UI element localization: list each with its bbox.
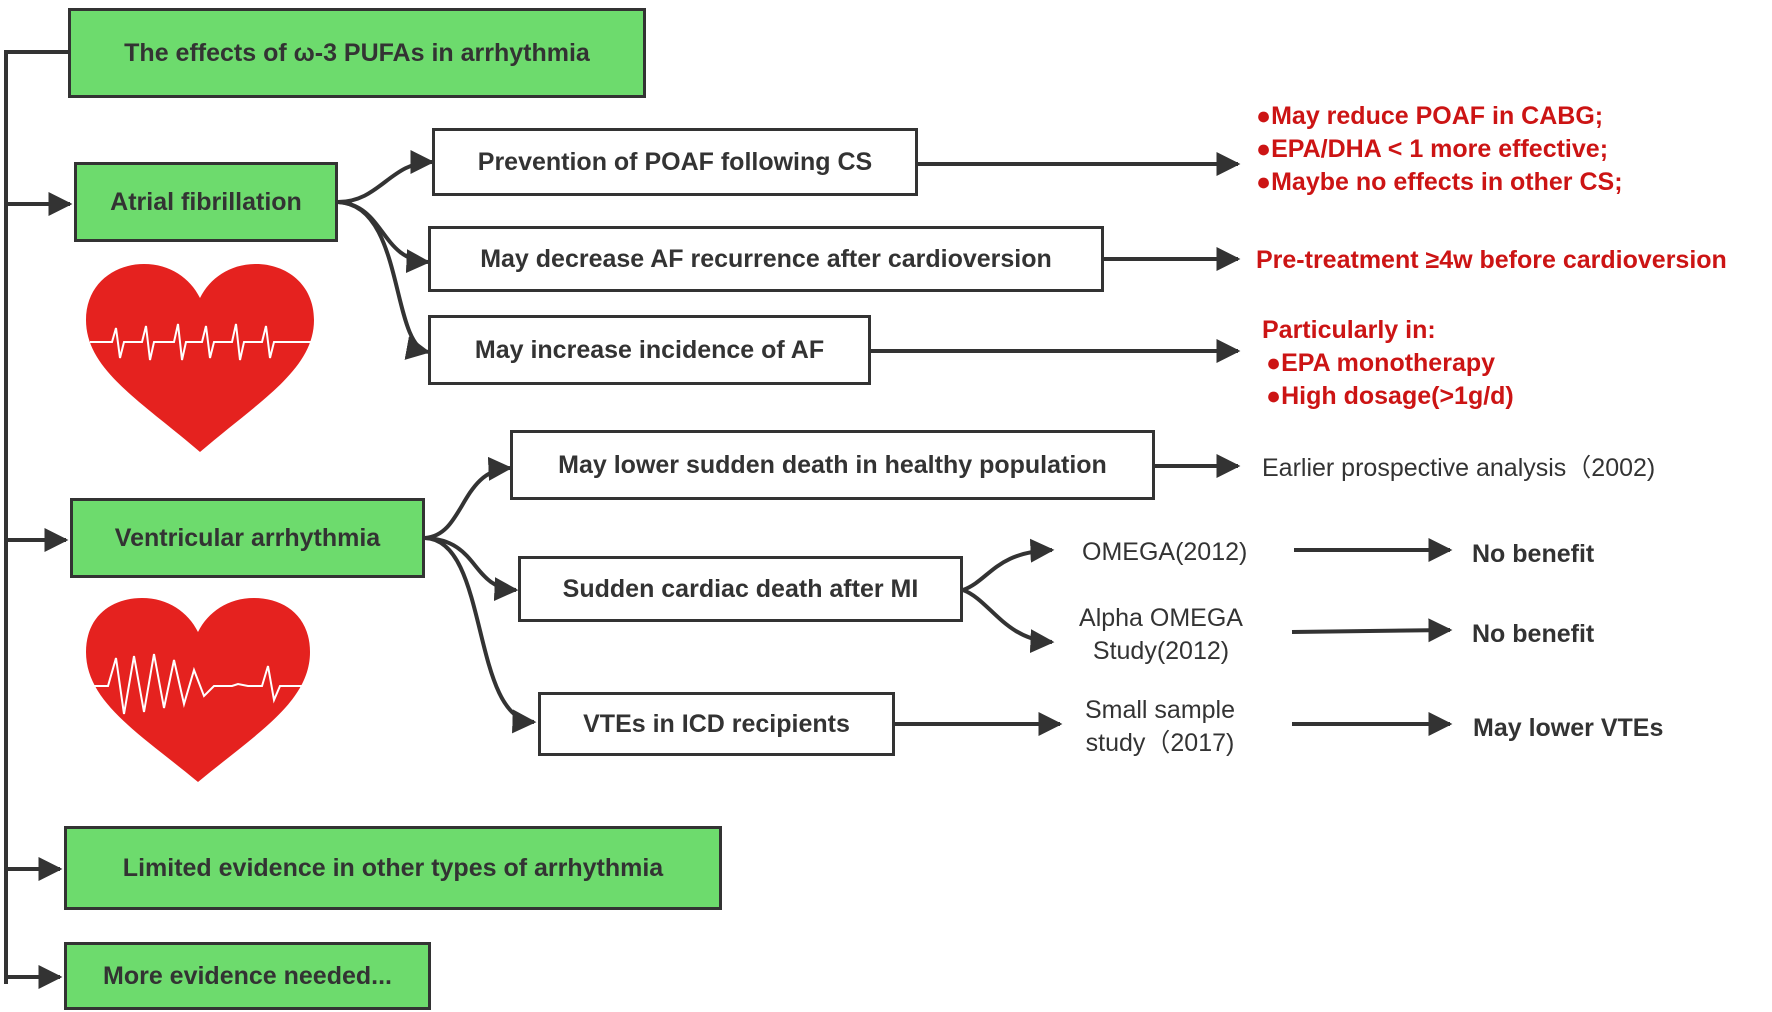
omega-result: No benefit (1472, 540, 1595, 568)
study-line: Study(2012) (1092, 637, 1230, 665)
poaf-outcome-item: ●May reduce POAF in CABG; (1256, 102, 1604, 130)
poaf-prevention-label: Prevention of POAF following CS (477, 147, 873, 176)
recurrence-outcome: Pre-treatment ≥4w before cardioversion (1256, 244, 1727, 277)
arrow-atrial-to-incidence (337, 200, 431, 360)
poaf-outcome-item: ●Maybe no effects in other CS; (1256, 168, 1623, 196)
healthy-population-label: May lower sudden death in healthy popula… (558, 450, 1107, 479)
post-mi-death-label: Sudden cardiac death after MI (562, 574, 919, 603)
alpha-omega-study: Alpha OMEGA Study(2012) (1076, 602, 1246, 668)
af-incidence-box: May increase incidence of AF (428, 315, 871, 385)
icd-vte-label: VTEs in ICD recipients (583, 709, 850, 738)
arrow-mi-to-alpha (962, 588, 1055, 654)
incidence-outcome-list: Particularly in: ●EPA monotherapy ●High … (1262, 314, 1514, 413)
poaf-outcome-list: ●May reduce POAF in CABG; ●EPA/DHA < 1 m… (1256, 100, 1623, 199)
ventricular-arrhythmia-box: Ventricular arrhythmia (70, 498, 425, 578)
icd-vte-box: VTEs in ICD recipients (538, 692, 895, 756)
heart-ecg-icon (86, 598, 310, 782)
root-title-box: The effects of ω-3 PUFAs in arrhythmia (68, 8, 646, 98)
study-line: study（2017) (1085, 729, 1235, 757)
limited-evidence-box: Limited evidence in other types of arrhy… (64, 826, 722, 910)
arrow-ventricular-to-mi (424, 536, 519, 602)
prospective-analysis-study: Earlier prospective analysis（2002) (1262, 452, 1655, 485)
incidence-outcome-item: Particularly in: (1262, 316, 1436, 344)
incidence-outcome-item: ●High dosage(>1g/d) (1266, 382, 1514, 410)
spine-line (4, 50, 68, 984)
arrow-ventricular-to-healthy (424, 456, 513, 540)
af-recurrence-label: May decrease AF recurrence after cardiov… (480, 244, 1052, 273)
atrial-fibrillation-box: Atrial fibrillation (74, 162, 338, 242)
poaf-outcome-item: ●EPA/DHA < 1 more effective; (1256, 135, 1609, 163)
arrow-ventricular-to-vte (424, 536, 537, 734)
af-incidence-label: May increase incidence of AF (474, 335, 825, 364)
recurrence-outcome-item: Pre-treatment ≥4w before cardioversion (1256, 246, 1727, 274)
more-evidence-label: More evidence needed... (103, 961, 392, 990)
arrow-atrial-to-poaf (337, 150, 435, 204)
alpha-omega-result: No benefit (1472, 620, 1595, 648)
atrial-fibrillation-label: Atrial fibrillation (110, 187, 302, 216)
more-evidence-box: More evidence needed... (64, 942, 431, 1010)
small-sample-study: Small sample study（2017) (1066, 694, 1254, 760)
study-line: Small sample (1084, 696, 1236, 724)
arrow-mi-to-omega (962, 538, 1055, 592)
arrow-alpha-result (1291, 618, 1453, 643)
study-line: Alpha OMEGA (1079, 604, 1243, 632)
study-line: OMEGA(2012) (1082, 538, 1248, 566)
healthy-population-box: May lower sudden death in healthy popula… (510, 430, 1155, 500)
limited-evidence-label: Limited evidence in other types of arrhy… (122, 853, 664, 882)
ventricular-arrhythmia-label: Ventricular arrhythmia (114, 523, 381, 552)
study-line: Earlier prospective analysis（2002) (1262, 454, 1656, 482)
root-title: The effects of ω-3 PUFAs in arrhythmia (124, 38, 590, 67)
poaf-prevention-box: Prevention of POAF following CS (432, 128, 918, 196)
heart-ecg-icon (86, 264, 314, 452)
omega-study: OMEGA(2012) (1082, 536, 1247, 569)
post-mi-death-box: Sudden cardiac death after MI (518, 556, 963, 622)
arrow-atrial-to-recurrence (337, 200, 431, 274)
af-recurrence-box: May decrease AF recurrence after cardiov… (428, 226, 1104, 292)
incidence-outcome-item: ●EPA monotherapy (1266, 349, 1496, 377)
small-sample-result: May lower VTEs (1473, 714, 1664, 742)
